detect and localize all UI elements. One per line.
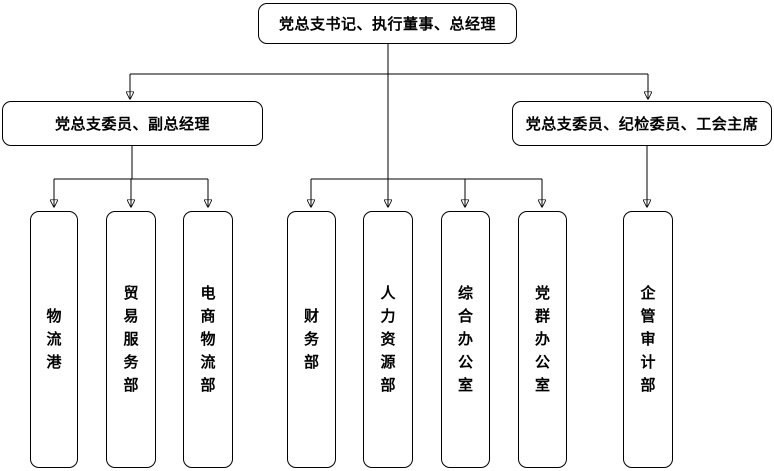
node-dept-party-mass-office: 党群办公室 xyxy=(518,211,567,468)
node-dept-logistics-port-label: 物流港 xyxy=(46,308,62,371)
node-dept-finance-label: 财务部 xyxy=(303,308,319,371)
node-dept-ecommerce-logistics-label: 电商物流部 xyxy=(200,285,216,394)
node-dept-trade-service: 贸易服务部 xyxy=(106,211,156,468)
node-root: 党总支书记、执行董事、总经理 xyxy=(258,3,517,44)
node-dept-ecommerce-logistics: 电商物流部 xyxy=(183,211,233,468)
node-dept-enterprise-audit-label: 企管审计部 xyxy=(640,285,656,394)
node-root-label: 党总支书记、执行董事、总经理 xyxy=(278,16,496,33)
node-dept-general-office: 综合办公室 xyxy=(441,211,490,468)
node-dept-enterprise-audit: 企管审计部 xyxy=(623,211,673,468)
node-dept-human-resources-label: 人力资源部 xyxy=(380,285,396,394)
node-dept-trade-service-label: 贸易服务部 xyxy=(123,285,139,394)
node-manager-deputy-gm: 党总支委员、副总经理 xyxy=(2,101,263,146)
node-dept-human-resources: 人力资源部 xyxy=(363,211,413,468)
node-dept-logistics-port: 物流港 xyxy=(30,211,78,468)
node-dept-finance: 财务部 xyxy=(287,211,336,468)
node-dept-general-office-label: 综合办公室 xyxy=(457,285,473,394)
node-manager-discipline-union-label: 党总支委员、纪检委员、工会主席 xyxy=(525,116,759,133)
node-manager-deputy-gm-label: 党总支委员、副总经理 xyxy=(54,116,210,133)
node-manager-discipline-union: 党总支委员、纪检委员、工会主席 xyxy=(512,101,772,146)
node-dept-party-mass-office-label: 党群办公室 xyxy=(534,285,550,394)
